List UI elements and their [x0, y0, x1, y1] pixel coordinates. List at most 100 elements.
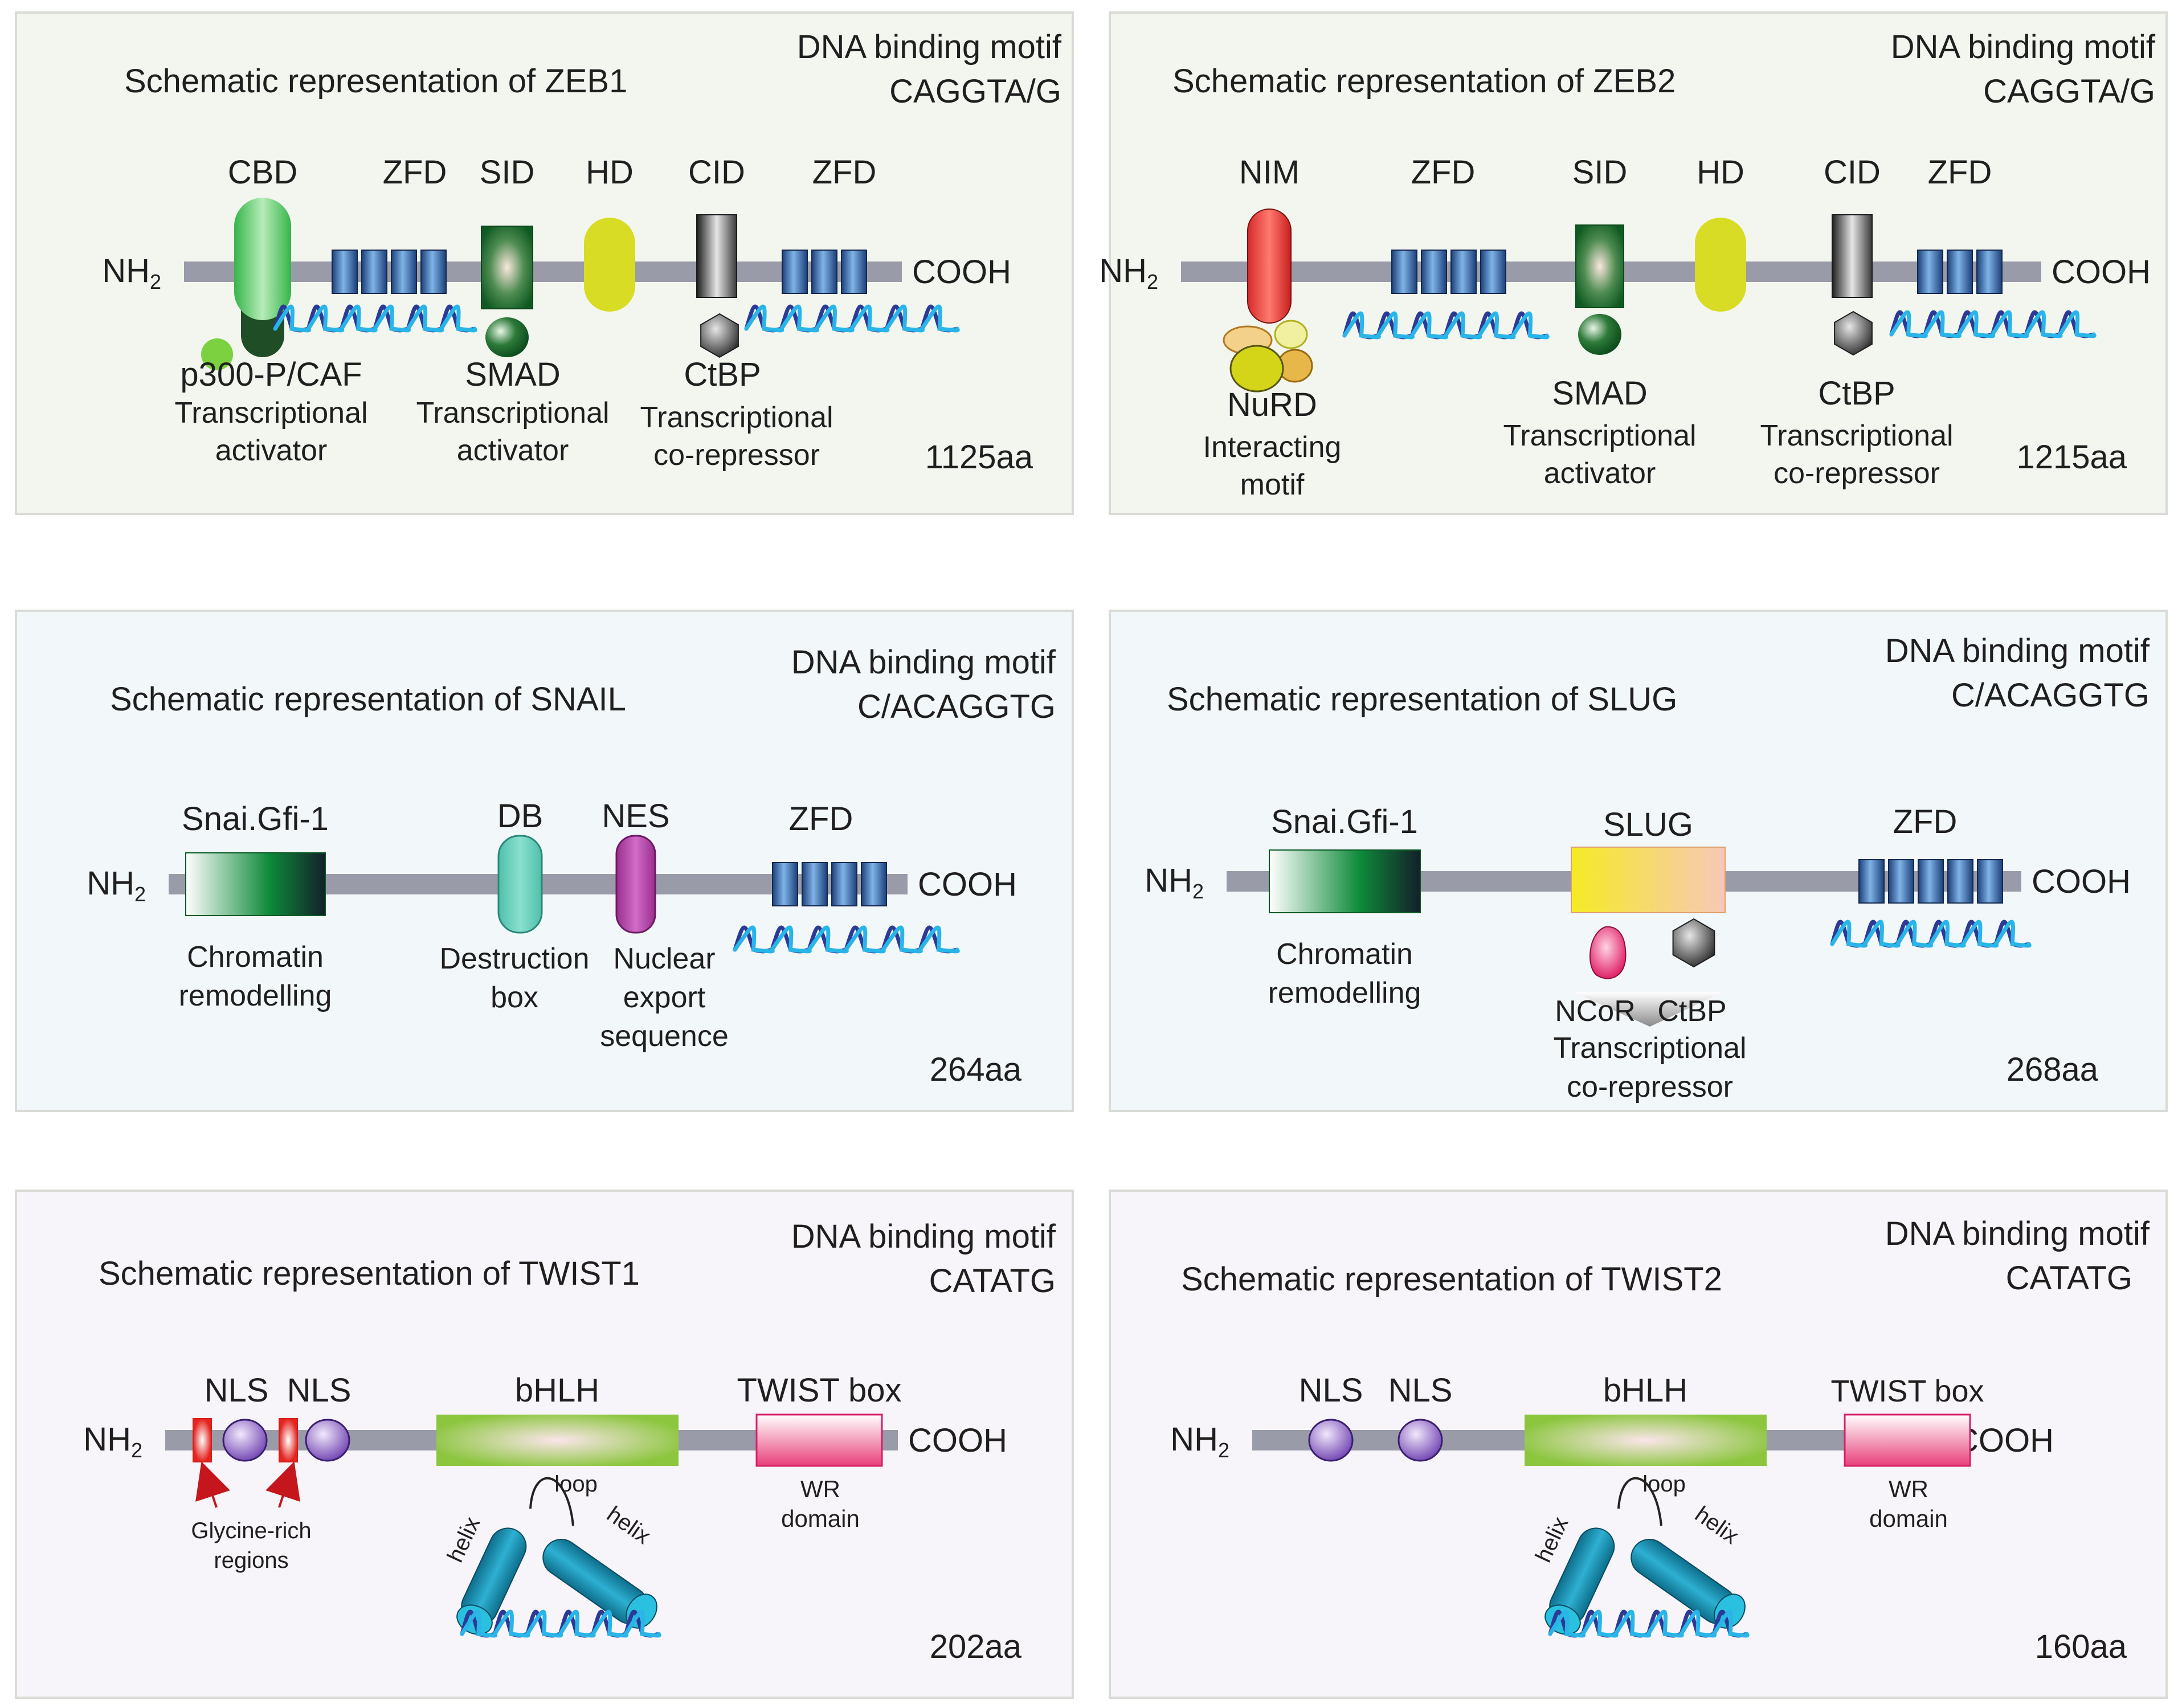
sid-label: SID: [480, 154, 535, 191]
cid-function-text: co-repressor: [1774, 457, 1940, 490]
glycine-rich-annotation: Glycine-rich: [191, 1518, 311, 1543]
sid-function-text: Transcriptional: [1503, 419, 1696, 452]
dna-strand: [1342, 311, 1550, 340]
cid-function-text: co-repressor: [653, 439, 820, 472]
panel-title: Schematic representation of SLUG: [1167, 681, 1677, 718]
panel-title: Schematic representation of TWIST1: [99, 1255, 640, 1292]
zinc-finger-block: [1858, 859, 1885, 904]
protein-length: 264aa: [930, 1051, 1022, 1088]
dna-binding-motif-sequence: CAGGTA/G: [1983, 73, 2155, 110]
sid-function-text: Transcriptional: [416, 397, 609, 430]
sid-label: SID: [1572, 154, 1628, 191]
panel-title: Schematic representation of TWIST2: [1181, 1261, 1722, 1298]
db-function-text: Destruction: [440, 942, 590, 975]
bhlh-label: bHLH: [1603, 1372, 1687, 1409]
zfd-label: ZFD: [789, 800, 853, 837]
snag-label: Snai.Gfi-1: [182, 800, 329, 837]
c-terminus-label: COOH: [908, 1422, 1007, 1459]
nls-domain: [222, 1419, 268, 1462]
loop-label: loop: [1642, 1472, 1686, 1497]
zinc-finger-block: [332, 250, 358, 294]
n-terminus-subscript: 2: [150, 270, 161, 293]
zinc-finger-block: [1918, 859, 1944, 904]
bhlh-domain: [436, 1415, 679, 1466]
wr-domain-text: WR: [1889, 1476, 1928, 1502]
sid-domain: [481, 226, 533, 309]
protein-length: 202aa: [930, 1628, 1022, 1665]
cid-domain: [1832, 214, 1873, 298]
c-terminus-label: COOH: [912, 254, 1011, 291]
db-label: DB: [497, 798, 544, 835]
zinc-finger-block: [1450, 250, 1477, 294]
dna-binding-motif-sequence: CATATG: [929, 1262, 1056, 1300]
protein-length: 160aa: [2035, 1628, 2127, 1665]
wr-domain-text: WR: [800, 1476, 840, 1502]
nls-domain: [305, 1419, 350, 1462]
n-terminus-subscript: 2: [131, 1439, 142, 1462]
zfd-label: ZFD: [812, 154, 877, 191]
zinc-finger-block: [1480, 250, 1506, 294]
zinc-finger-block: [1917, 250, 1943, 294]
corepressor-funnel: [1574, 992, 1722, 1027]
sid-function-text: activator: [457, 434, 569, 467]
panel-twist2: Schematic representation of TWIST2 DNA bi…: [1109, 1190, 2168, 1699]
ncor-icon: [1589, 926, 1627, 979]
ctbp-label: CtBP: [1657, 995, 1726, 1028]
panel-title: Schematic representation of SNAIL: [110, 681, 626, 718]
nes-label: NES: [602, 798, 669, 835]
cbd-label: CBD: [228, 154, 297, 191]
dna-binding-motif-label: DNA binding motif: [1885, 1215, 2150, 1252]
n-terminus-subscript: 2: [1147, 270, 1158, 293]
loop-connector: [529, 1477, 574, 1526]
zinc-finger-block: [1391, 250, 1417, 294]
twist-box-label: TWIST box: [1830, 1374, 1984, 1408]
hd-label: HD: [586, 154, 634, 191]
glycine-rich-annotation: regions: [214, 1548, 288, 1573]
zfd-label: ZFD: [383, 154, 447, 191]
zinc-finger-block: [831, 862, 857, 906]
protein-length: 268aa: [2007, 1051, 2099, 1088]
wr-domain-text: domain: [781, 1505, 860, 1532]
ctbp-icon: [1672, 918, 1715, 968]
glycine-rich-region: [193, 1418, 212, 1462]
cid-label: CID: [1824, 154, 1881, 191]
sid-function-text: activator: [1544, 457, 1656, 490]
cbd-function-text: Transcriptional: [174, 397, 367, 430]
zinc-finger-block: [861, 862, 887, 906]
zinc-finger-block: [1977, 859, 2003, 904]
snag-function-text: remodelling: [1268, 976, 1421, 1010]
panel-title: Schematic representation of ZEB2: [1172, 63, 1676, 100]
n-terminus-subscript: 2: [134, 882, 146, 906]
dna-strand: [273, 304, 477, 333]
snag-function-text: remodelling: [179, 979, 332, 1012]
snag-function-text: Chromatin: [1276, 938, 1413, 971]
ctbp-icon: [700, 313, 739, 358]
loop-connector: [1617, 1477, 1662, 1526]
snag-function-text: Chromatin: [187, 941, 324, 974]
nim-label: NIM: [1239, 154, 1300, 191]
twist-box-label: TWIST box: [737, 1372, 902, 1409]
zinc-finger-block: [1947, 859, 1973, 904]
smad-icon: [1578, 314, 1621, 355]
dna-strand: [744, 304, 960, 333]
nls-domain: [1308, 1419, 1354, 1462]
ncor-label: NCoR: [1555, 995, 1636, 1028]
nls-label: NLS: [1299, 1372, 1363, 1409]
zfd-label: ZFD: [1893, 803, 1958, 840]
n-terminus-subscript: 2: [1192, 880, 1204, 903]
zinc-finger-block: [782, 250, 808, 294]
smad-icon: [485, 317, 529, 357]
wr-domain-text: domain: [1869, 1505, 1948, 1532]
protein-length: 1125aa: [925, 439, 1033, 476]
zinc-finger-block: [772, 862, 798, 906]
n-terminus-subscript: 2: [1218, 1439, 1229, 1462]
dna-binding-motif-label: DNA binding motif: [1885, 632, 2150, 669]
zinc-finger-block: [1888, 859, 1914, 904]
hd-label: HD: [1697, 154, 1744, 191]
c-terminus-label: COOH: [2032, 863, 2131, 900]
dna-binding-motif-label: DNA binding motif: [1891, 28, 2156, 66]
snag-domain: [185, 852, 326, 916]
cbd-function-text: activator: [215, 434, 328, 467]
